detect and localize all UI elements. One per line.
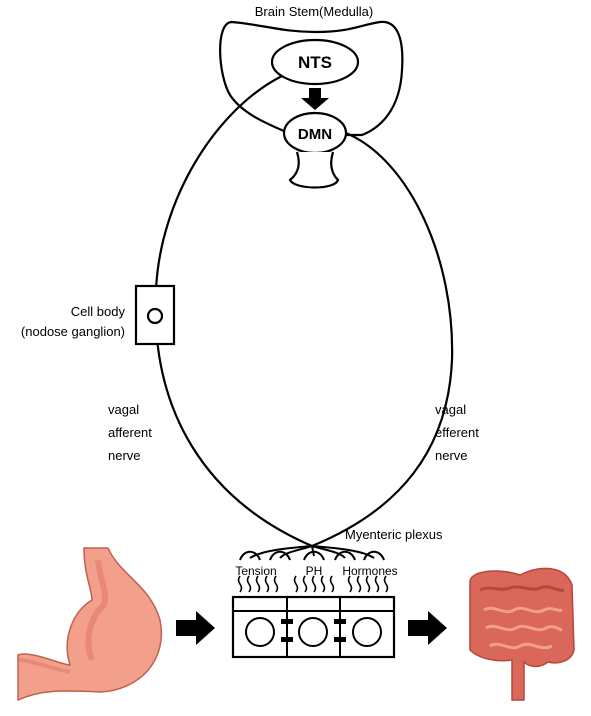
arrow-right-1 — [176, 611, 215, 645]
enteric-cell-row — [231, 595, 396, 659]
dmn-label: DMN — [298, 126, 332, 143]
nts-node — [270, 38, 360, 86]
afferent-label-2: afferent — [108, 425, 152, 440]
cell-body-nucleus — [146, 307, 164, 325]
receptor-squiggles — [237, 575, 389, 593]
brainstem-outline — [219, 20, 404, 137]
efferent-label-1: vagal — [435, 402, 466, 417]
vagal-afferent-nerve — [154, 75, 313, 548]
intestine-illustration — [469, 567, 575, 701]
arrow-right-2 — [408, 611, 447, 645]
sensor-branches — [239, 545, 385, 561]
afferent-label-3: nerve — [108, 448, 141, 463]
spinal-cord-stub — [288, 151, 340, 189]
hormones-label: Hormones — [342, 564, 397, 578]
efferent-label-2: efferent — [435, 425, 479, 440]
afferent-label-1: vagal — [108, 402, 139, 417]
nts-label: NTS — [298, 53, 332, 72]
efferent-label-3: nerve — [435, 448, 468, 463]
tension-label: Tension — [235, 564, 276, 578]
brainstem-label: Brain Stem(Medulla) — [255, 4, 374, 19]
nts-to-dmn-arrow — [301, 88, 329, 110]
stomach-illustration — [17, 547, 163, 702]
cell-body-label-2: (nodose ganglion) — [21, 324, 125, 339]
myenteric-label: Myenteric plexus — [345, 527, 443, 542]
vagal-efferent-nerve — [311, 131, 454, 548]
ph-label: PH — [306, 564, 323, 578]
cell-body-label-1: Cell body — [71, 304, 126, 319]
